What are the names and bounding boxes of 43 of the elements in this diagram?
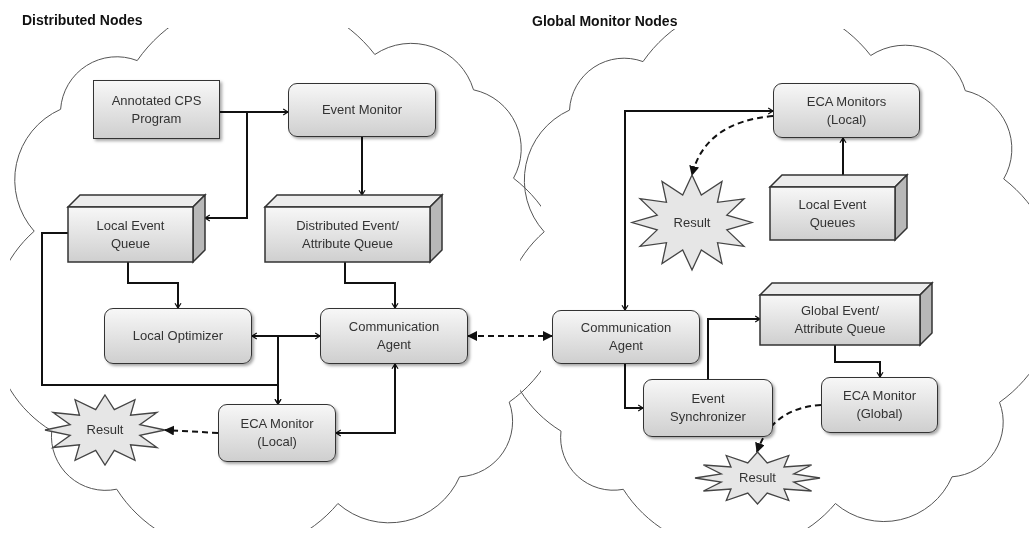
node-label: Distributed Event/ Attribute Queue: [295, 216, 400, 253]
process-box: [773, 83, 920, 138]
node-label: Local Event Queues: [797, 195, 868, 232]
node-label: Result: [673, 213, 711, 232]
process-box: [643, 379, 773, 437]
dashed-arrow: [164, 425, 219, 436]
process-box: [104, 308, 252, 364]
node-label: Event Monitor: [321, 101, 403, 119]
process-box: [552, 310, 700, 364]
node-label: Communication Agent: [347, 318, 441, 354]
process-box: [218, 404, 336, 462]
arrow: [335, 363, 399, 437]
dashed-arrow: [467, 331, 553, 341]
arrow: [839, 137, 847, 176]
process-box: [821, 377, 938, 433]
dashed-arrow: [689, 115, 774, 176]
arrow: [344, 261, 399, 309]
node-label: Global Event/ Attribute Queue: [793, 302, 887, 338]
arrow: [834, 344, 884, 378]
group-title: Distributed Nodes: [22, 12, 143, 28]
process-box: [288, 83, 436, 137]
arrow: [707, 315, 761, 380]
arrow: [358, 136, 366, 196]
process-box: [320, 308, 468, 364]
arrow: [127, 261, 182, 309]
group-title: Global Monitor Nodes: [532, 13, 678, 29]
arrow: [204, 111, 248, 222]
arrow: [251, 335, 282, 405]
node-label: ECA Monitors (Local): [805, 92, 888, 129]
node-label: Local Optimizer: [132, 327, 224, 345]
node-label: Result: [86, 421, 124, 439]
node-label: ECA Monitor (Global): [842, 387, 917, 423]
node-label: Event Synchronizer: [669, 390, 747, 426]
node-label: ECA Monitor (Local): [239, 415, 315, 451]
node-label: Communication Agent: [579, 319, 673, 355]
arrow: [624, 363, 644, 412]
node-label: Result: [739, 469, 776, 487]
arrow: [251, 332, 321, 340]
dashed-arrow: [755, 404, 822, 453]
node-label: Annotated CPS Program: [110, 91, 203, 128]
arrow: [621, 107, 774, 311]
process-box: [93, 80, 220, 139]
node-label: Local Event Queue: [95, 216, 166, 253]
